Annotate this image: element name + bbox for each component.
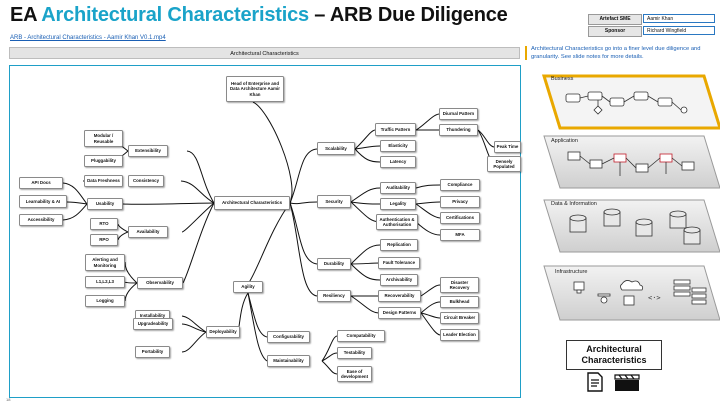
durability-node: Durability [317, 258, 351, 270]
clapperboard-icon [614, 374, 640, 391]
legality-node: Legality [380, 198, 416, 210]
elasticity-node: Elasticity [380, 140, 416, 152]
l1l2l3-node: L1,L2,L3 [85, 276, 125, 288]
circuit-breaker-node: Circuit Breaker [440, 312, 479, 324]
maintainability-node: Maintainability [267, 355, 310, 367]
layered-architecture-illustration: <·> [541, 74, 720, 321]
sponsor-label: Sponsor [588, 26, 642, 37]
note-accent-bar [525, 46, 527, 60]
logging-node: Logging [85, 295, 125, 307]
rpo-node: RPO [90, 234, 118, 246]
artefact-sme-label: Artefact SME [588, 14, 642, 25]
page-title: EA Architectural Characteristics – ARB D… [10, 4, 508, 26]
bulkhead-node: Bulkhead [440, 296, 479, 308]
recoverability-node: Recoverability [378, 290, 421, 302]
rto-node: RTO [90, 218, 118, 230]
latency-node: Latency [380, 156, 416, 168]
page-number: 18 [6, 397, 11, 402]
observability-node: Observability [137, 277, 183, 289]
availability-node: Availability [128, 226, 168, 238]
api-docs-node: API Docs [19, 177, 63, 189]
certifications-node: Certifications [440, 212, 480, 224]
authentication-node: Authentication & Authorisation [376, 214, 418, 230]
video-link[interactable]: ARB - Architectural Characteristics - Aa… [10, 35, 166, 41]
svg-text:<·>: <·> [648, 294, 661, 302]
artefact-sme-value: Aamir Khan [643, 14, 715, 23]
design-patterns-node: Design Patterns [378, 307, 421, 319]
traffic-pattern-node: Traffic Pattern [375, 123, 416, 136]
slide-note: Architectural Characteristics go into a … [531, 46, 701, 60]
densely-populated-node: Densely Populated [487, 156, 521, 172]
center-node: Architectural Characteristics [214, 196, 290, 210]
mfa-node: MFA [440, 229, 480, 241]
compliance-node: Compliance [440, 179, 480, 191]
consistency-node: Consistency [128, 175, 164, 187]
security-node: Security [317, 195, 351, 208]
head-node: Head of Enterprise and Data Architecture… [226, 76, 284, 102]
portability-node: Portability [135, 346, 170, 358]
extensibility-node: Extensibility [128, 145, 168, 157]
privacy-node: Privacy [440, 196, 480, 208]
testability-node: Testability [337, 347, 372, 359]
usability-node: Usability [87, 198, 123, 210]
panel-header: Architectural Characteristics [9, 47, 520, 59]
layer-label-infrastructure: Infrastructure [555, 269, 588, 275]
layer-label-data: Data & Information [551, 201, 597, 207]
auditability-node: Auditability [380, 182, 416, 194]
thundering-node: Thundering [439, 124, 478, 136]
diagram-panel [9, 65, 521, 398]
accessibility-node: Accessibility [19, 214, 63, 226]
replication-node: Replication [380, 239, 418, 251]
layer-label-application: Application [551, 138, 578, 144]
modular-reusable-node: Modular / Reusable [84, 130, 123, 147]
disaster-recovery-node: Disaster Recovery [440, 277, 479, 293]
layer-label-business: Business [551, 76, 574, 82]
fault-tolerance-node: Fault Tolerance [378, 257, 420, 269]
learnability-node: Learnability & AI [19, 195, 67, 208]
resiliency-node: Resiliency [317, 290, 351, 302]
data-freshness-node: Data Freshness [84, 175, 123, 187]
agility-node: Agility [233, 281, 263, 293]
ease-of-development-node: Ease of development [337, 366, 372, 382]
archivability-node: Archivability [380, 274, 418, 286]
peak-time-node: Peak Time [494, 141, 521, 153]
pluggability-node: Pluggability [84, 155, 123, 167]
deployability-node: Deployability [206, 326, 240, 338]
leader-election-node: Leader Election [440, 329, 479, 341]
scalability-node: Scalability [317, 142, 355, 155]
configurability-node: Configurability [267, 331, 310, 343]
document-icon [587, 372, 603, 392]
compatability-node: Compatability [337, 330, 385, 342]
architectural-characteristics-badge: Architectural Characteristics [566, 340, 662, 370]
sponsor-value: Richard Wingfield [643, 26, 715, 35]
diurnal-pattern-node: Diurnal Pattern [439, 108, 478, 120]
upgradeability-node: Upgradeability [133, 318, 173, 330]
alerting-monitoring-node: Alerting and Monitoring [85, 254, 125, 271]
